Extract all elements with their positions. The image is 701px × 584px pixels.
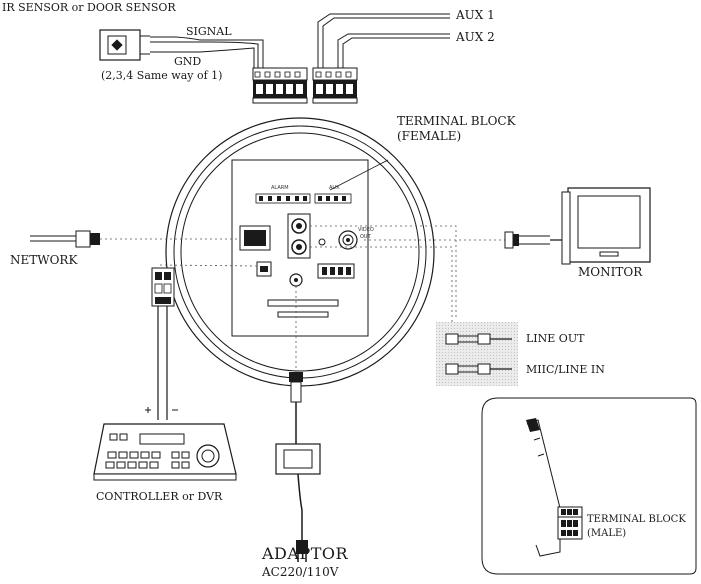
audio-cables <box>310 225 518 386</box>
monitor-label: MONITOR <box>578 265 643 279</box>
line-out-label: LINE OUT <box>526 332 585 345</box>
adaptor-voltage-label: AC220/110V <box>262 565 339 579</box>
male-terminal-inset <box>481 397 697 575</box>
board-out-label: OUT <box>360 234 371 240</box>
same-way-label: (2,3,4 Same way of 1) <box>101 69 223 82</box>
network-cable <box>30 230 240 248</box>
adaptor-label: ADAPTOR <box>262 544 349 563</box>
aux1-label: AUX 1 <box>456 8 495 22</box>
signal-label: SIGNAL <box>186 25 232 38</box>
controller-label: CONTROLLER or DVR <box>96 490 223 503</box>
aux-wires <box>317 13 450 68</box>
terminal-block-leader <box>329 159 389 191</box>
board-video-label: VIDEO <box>358 227 374 233</box>
gnd-label: GND <box>174 55 202 68</box>
camera-board <box>231 159 369 337</box>
terminal-block-female-label: TERMINAL BLOCK <box>397 114 516 128</box>
monitor <box>364 187 651 265</box>
terminal-block-female-sub-label: (FEMALE) <box>397 129 462 143</box>
board-alarm-label: ALARM <box>271 185 289 191</box>
mic-line-in-label: MIIC/LINE IN <box>526 363 605 376</box>
aux-terminal-plug <box>312 67 358 104</box>
door-sensor <box>99 29 150 61</box>
rs485-plug <box>145 264 259 420</box>
power-adaptor <box>275 286 321 562</box>
board-aux-label: AUX <box>329 185 340 191</box>
sensor-wires <box>150 36 264 72</box>
aux2-label: AUX 2 <box>456 30 495 44</box>
ir-sensor-label: IR SENSOR or DOOR SENSOR <box>2 1 176 14</box>
controller <box>93 423 237 481</box>
network-label: NETWORK <box>10 253 78 267</box>
terminal-block-male-sub-label: (MALE) <box>587 528 627 539</box>
terminal-block-male-label: TERMINAL BLOCK <box>587 514 686 525</box>
alarm-terminal-plug <box>252 67 308 104</box>
